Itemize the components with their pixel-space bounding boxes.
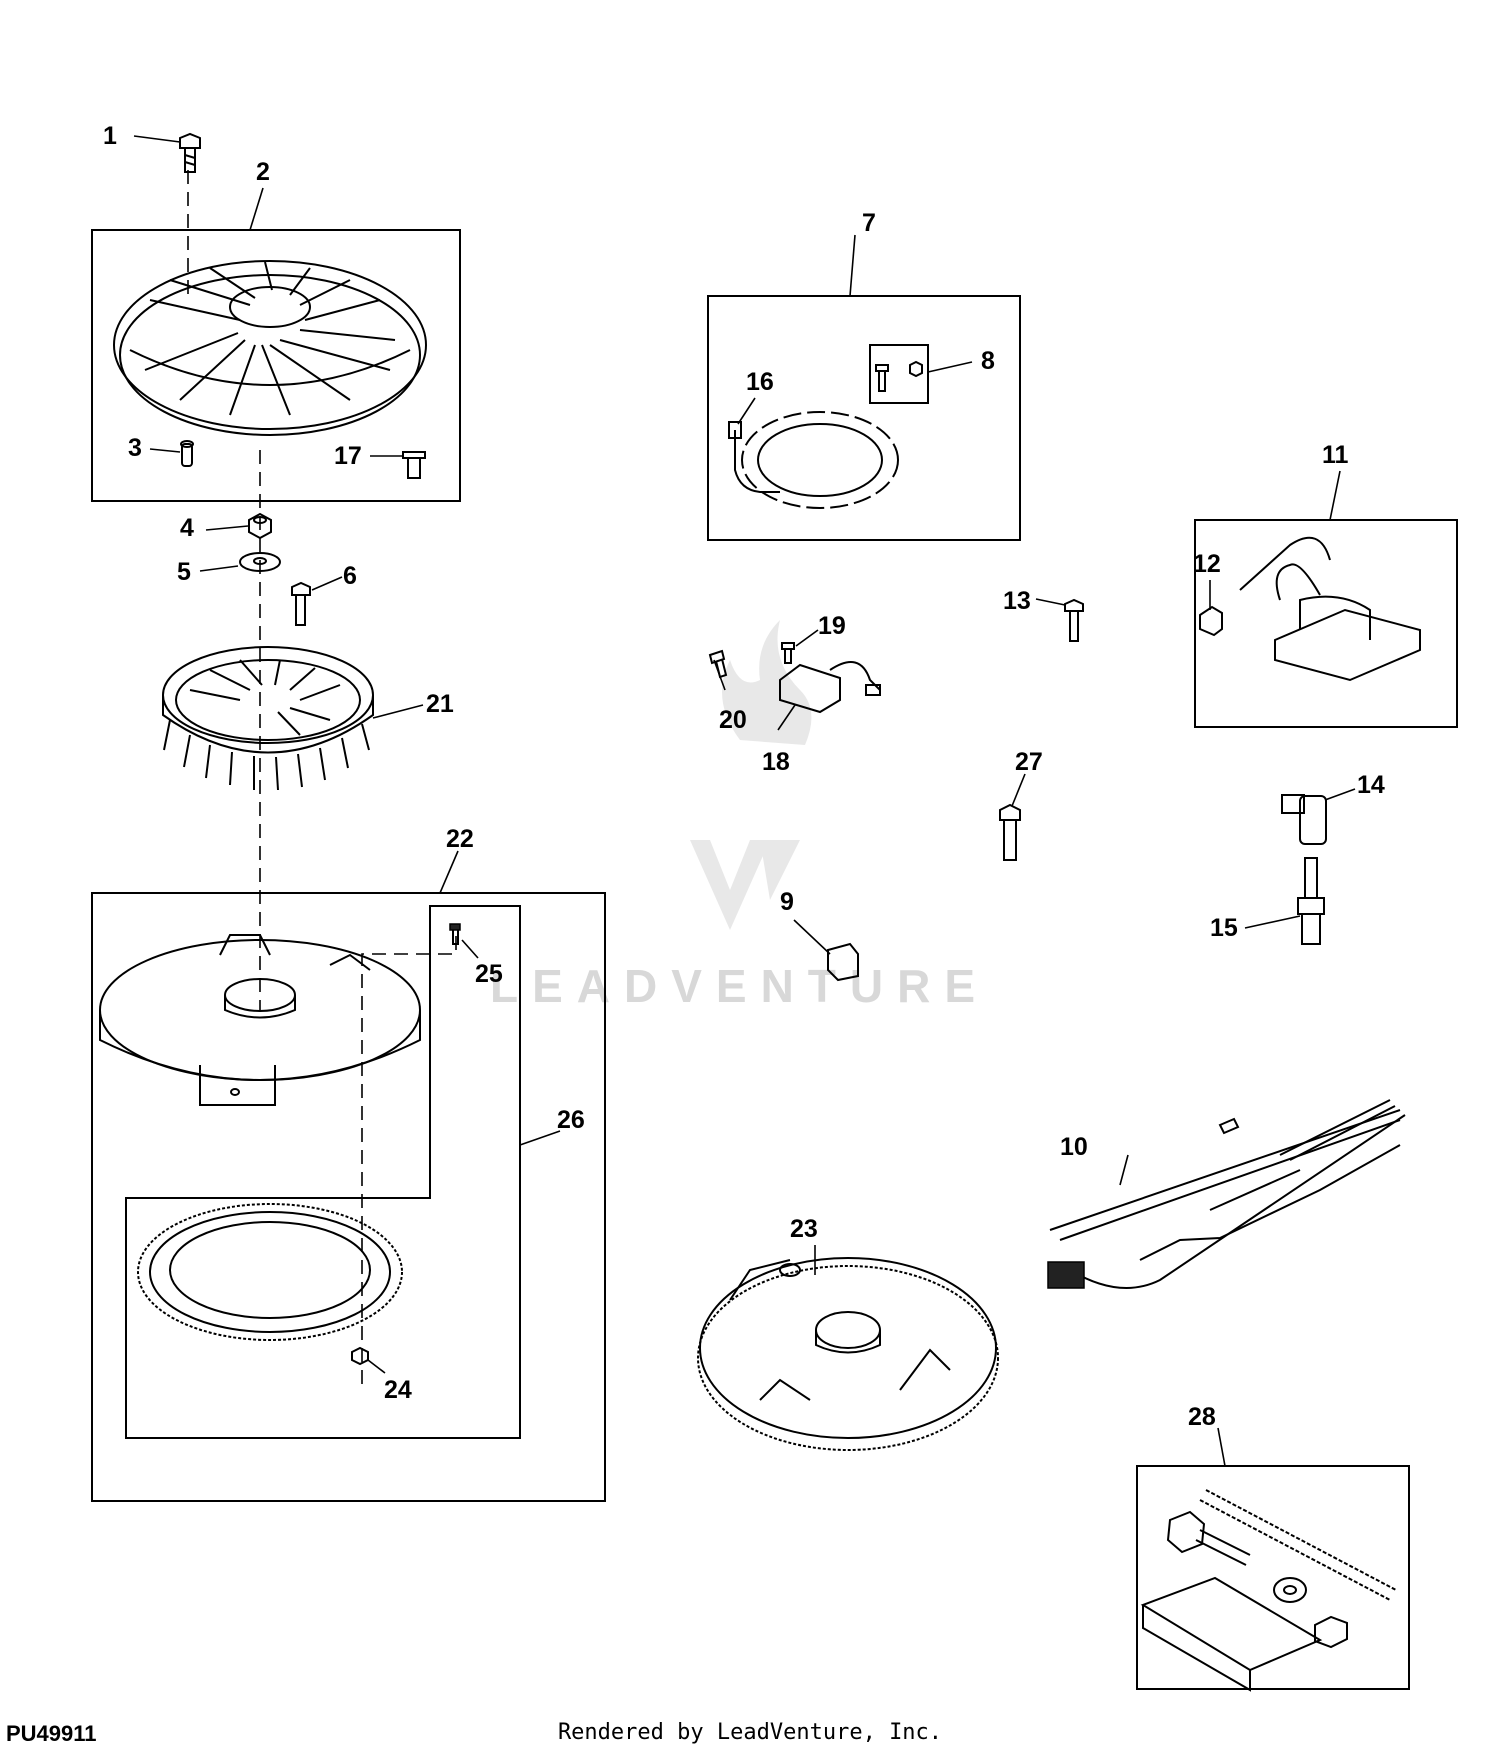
- callout-2: 2: [256, 158, 270, 186]
- callout-20: 20: [719, 706, 747, 734]
- bolt-part-13: [1064, 598, 1084, 642]
- box-item-11: [1194, 519, 1458, 728]
- callout-12: 12: [1193, 550, 1221, 578]
- screw-part-17: [402, 451, 426, 479]
- clip-part-9: [827, 942, 859, 982]
- blower-screen-part-2: [113, 260, 427, 436]
- clip-part-12: [1199, 605, 1223, 637]
- callout-24: 24: [384, 1376, 412, 1404]
- screw-part-25: [449, 923, 461, 945]
- callout-5: 5: [177, 558, 191, 586]
- watermark-logo: [690, 620, 812, 930]
- box-item-2: [91, 229, 461, 502]
- ring-gear-part-26: [137, 1203, 403, 1341]
- callout-labels: 1 2 3 4 5 6 7 8 9 10 11 12 13 14 15 16 1…: [103, 122, 1385, 1431]
- callout-4: 4: [180, 514, 194, 542]
- box-item-26: [125, 905, 521, 1439]
- callout-15: 15: [1210, 914, 1238, 942]
- callout-28: 28: [1188, 1403, 1216, 1431]
- bolt-part-27: [999, 803, 1021, 861]
- callout-10: 10: [1060, 1133, 1088, 1161]
- callout-16: 16: [746, 368, 774, 396]
- flywheel-part-22: [99, 934, 421, 1106]
- callout-27: 27: [1015, 748, 1043, 776]
- callout-14: 14: [1357, 771, 1385, 799]
- watermark-text: LEADVENTURE: [490, 960, 989, 1012]
- callout-11: 11: [1322, 441, 1349, 469]
- box-item-28: [1136, 1465, 1410, 1690]
- module-part-18: [779, 661, 881, 714]
- nut-part-24: [351, 1346, 369, 1366]
- callout-13: 13: [1003, 587, 1031, 615]
- callout-18: 18: [762, 748, 790, 776]
- callout-9: 9: [780, 888, 794, 916]
- callout-1: 1: [103, 122, 117, 150]
- callout-19: 19: [818, 612, 846, 640]
- bolt-part-6: [291, 581, 311, 626]
- diagram-id: PU49911: [6, 1721, 97, 1746]
- leader-lines: [133, 135, 1356, 1467]
- fan-part-21: [162, 646, 374, 791]
- footer-credit: Rendered by LeadVenture, Inc.: [557, 1720, 943, 1745]
- plug-boot-part-14: [1281, 794, 1327, 845]
- pin-part-3: [180, 440, 194, 467]
- flywheel-part-23: [697, 1257, 999, 1451]
- callout-3: 3: [128, 434, 142, 462]
- screws-part-8: [869, 344, 929, 404]
- callout-7: 7: [862, 209, 876, 237]
- box-item-22: [91, 892, 606, 1502]
- washer-part-5: [239, 552, 281, 572]
- nut-part-4: [248, 512, 272, 540]
- callout-22: 22: [446, 825, 474, 853]
- callout-17: 17: [334, 442, 362, 470]
- callout-26: 26: [557, 1106, 585, 1134]
- callout-21: 21: [426, 690, 454, 718]
- bolt-part-1: [179, 132, 201, 173]
- wiring-harness-part-10: [1047, 1099, 1406, 1289]
- ignition-coil-part-11: [1239, 536, 1421, 682]
- box-item-7: [707, 295, 1021, 541]
- stator-part-16: [728, 411, 899, 509]
- callout-8: 8: [981, 347, 995, 375]
- spark-plug-part-15: [1297, 857, 1325, 945]
- callout-6: 6: [343, 562, 357, 590]
- alignment-line: [361, 936, 457, 1390]
- bolt-part-19: [781, 642, 795, 664]
- callout-25: 25: [475, 960, 503, 988]
- puller-kit-part-28: [1140, 1489, 1397, 1692]
- callout-23: 23: [790, 1215, 818, 1243]
